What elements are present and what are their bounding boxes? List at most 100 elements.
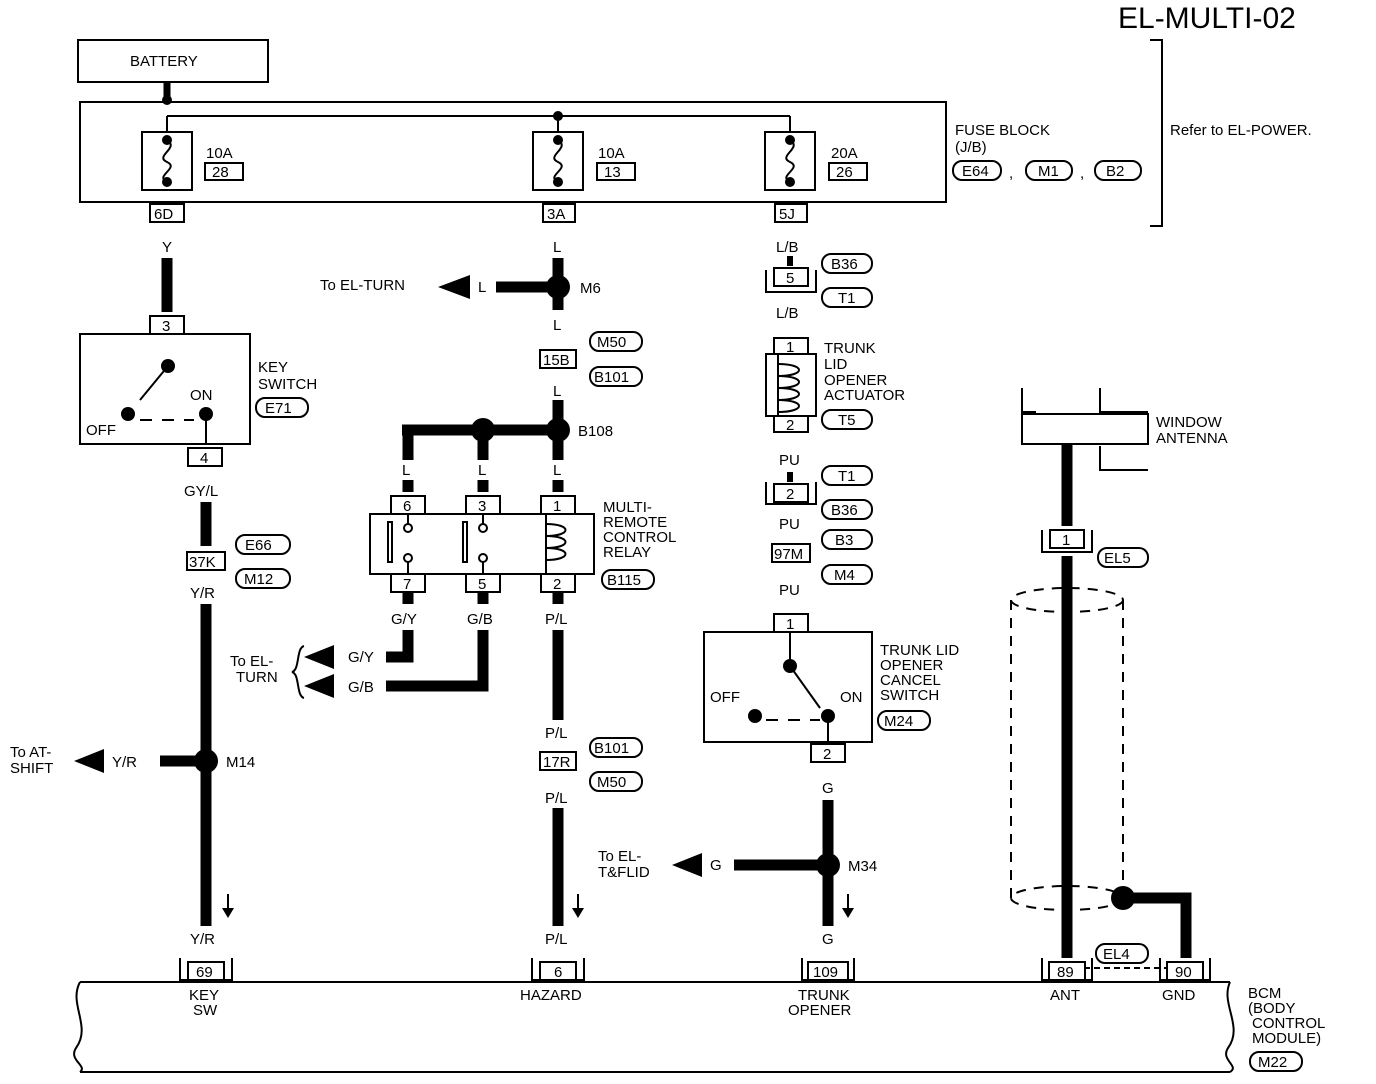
wire-gb — [386, 630, 489, 692]
pin-5-box — [773, 267, 809, 287]
conn-el4-oval — [1095, 943, 1149, 964]
to-turn-gy: G/Y — [348, 649, 374, 666]
conn-m12: M12 — [244, 571, 273, 588]
conn-b101: B101 — [594, 369, 629, 386]
bcm-key-sw-1: KEY — [189, 987, 219, 1004]
joint-37k: 37K — [189, 554, 216, 571]
sep-2: , — [1080, 165, 1084, 182]
key-switch-box — [79, 333, 251, 445]
conn-b36b-oval — [821, 499, 873, 520]
arrow-el-turn — [438, 275, 470, 299]
conn-t1b: T1 — [838, 468, 856, 485]
relay-pin-3: 3 — [478, 498, 486, 515]
splice-m6-label: M6 — [580, 280, 601, 297]
conn-m50-oval — [589, 331, 643, 352]
wire-pu-label-1: PU — [779, 452, 800, 469]
actuator-label-3: OPENER — [824, 372, 888, 389]
conn-m1: M1 — [1038, 163, 1059, 180]
relay-label-4: RELAY — [603, 544, 651, 561]
actuator-body — [765, 353, 817, 417]
conn-b2-oval — [1094, 160, 1142, 181]
wire-pl-label-2: P/L — [545, 725, 568, 742]
arrow-tflid — [672, 853, 702, 877]
conn-b115: B115 — [607, 572, 641, 589]
to-tflid-line2: T&FLID — [598, 864, 650, 881]
key-lever — [139, 365, 169, 401]
relay-switch-mid — [462, 514, 488, 574]
ant-pin-1: 1 — [1062, 532, 1070, 549]
to-el-turn-1: To EL- — [230, 653, 273, 670]
fuse-26-number: 26 — [836, 164, 853, 181]
actuator-label-2: LID — [824, 356, 848, 373]
conn-e71-oval — [255, 397, 309, 418]
cancel-label-3: CANCEL — [880, 672, 941, 689]
relay-coil — [545, 514, 567, 574]
refer-text: Refer to EL-POWER. — [1170, 122, 1312, 139]
bcm-pin-89: 89 — [1041, 958, 1093, 981]
relay-pin-5: 5 — [478, 576, 486, 593]
relay-pin-6: 6 — [403, 498, 411, 515]
bcm-hazard: HAZARD — [520, 987, 582, 1004]
bcm-label-1: BCM — [1248, 985, 1281, 1002]
wire-pl-label-3: P/L — [545, 790, 568, 807]
bcm-trunk-1: TRUNK — [798, 987, 850, 1004]
wire-pu-label-3: PU — [779, 582, 800, 599]
key-pin-4: 4 — [200, 450, 208, 467]
pin-2b-bracket — [765, 482, 817, 505]
pin-5: 5 — [786, 270, 794, 287]
antenna-bar — [1021, 413, 1149, 445]
wire-gy-label: G/Y — [391, 611, 417, 628]
pin-5-bracket — [765, 270, 817, 293]
act-pin-2: 2 — [786, 417, 794, 434]
ant-pin-bracket — [1041, 530, 1093, 553]
key-contact-on — [199, 407, 213, 421]
conn-t1-oval — [821, 287, 873, 308]
relay-pin-7: 7 — [403, 576, 411, 593]
conn-m22-oval — [1249, 1051, 1303, 1072]
fuse-13: 10A 13 — [532, 116, 636, 191]
wire-gnd — [1123, 892, 1192, 958]
svg-text:6D: 6D — [154, 206, 173, 223]
joint-97m-box — [771, 543, 811, 563]
joint-17r-box — [539, 751, 577, 771]
to-turn-gb: G/B — [348, 679, 374, 696]
key-switch-label-1: KEY — [258, 359, 288, 376]
conn-b36b: B36 — [831, 502, 858, 519]
antenna-frame-right — [1099, 388, 1148, 413]
relay-label-2: REMOTE — [603, 514, 667, 531]
key-pin-3: 3 — [162, 318, 170, 335]
pin-2b-box — [773, 483, 809, 503]
battery-label: BATTERY — [130, 53, 198, 70]
conn-e66-oval — [235, 534, 291, 555]
to-tflid-line1: To EL- — [598, 848, 641, 865]
wire-yr2-label: Y/R — [190, 931, 215, 948]
wire-gyl-label: GY/L — [184, 483, 218, 500]
antenna-frame-bottom — [1099, 446, 1148, 471]
to-el-turn-2: TURN — [236, 669, 278, 686]
refer-bracket — [1150, 39, 1163, 227]
conn-m12-oval — [235, 568, 291, 589]
bcm-ant: ANT — [1050, 987, 1080, 1004]
key-off-label: OFF — [86, 422, 116, 439]
conn-el5-oval — [1097, 547, 1149, 568]
pin-2b: 2 — [786, 486, 794, 503]
conn-t5: T5 — [838, 412, 856, 429]
wire-l-label-2: L — [553, 317, 561, 334]
antenna-label-2: ANTENNA — [1156, 430, 1228, 447]
svg-text:3A: 3A — [547, 206, 565, 223]
svg-text:90: 90 — [1175, 964, 1192, 981]
wire-l-label-4: L — [553, 462, 561, 479]
fuse-26: 20A 26 — [764, 116, 868, 191]
conn-e64: E64 — [962, 163, 989, 180]
joint-97m: 97M — [774, 546, 803, 563]
actuator-label-1: TRUNK — [824, 340, 876, 357]
key-contact-off — [121, 407, 135, 421]
key-pin-4-box — [187, 447, 223, 467]
flow-arrow-1 — [222, 908, 234, 918]
conn-e71: E71 — [265, 400, 292, 417]
splice-m14-label: M14 — [226, 754, 255, 771]
key-on-label: ON — [190, 387, 213, 404]
arrow-turn-gy — [304, 645, 334, 669]
terminal-5j: 5J — [774, 203, 808, 223]
svg-text:69: 69 — [196, 964, 213, 981]
